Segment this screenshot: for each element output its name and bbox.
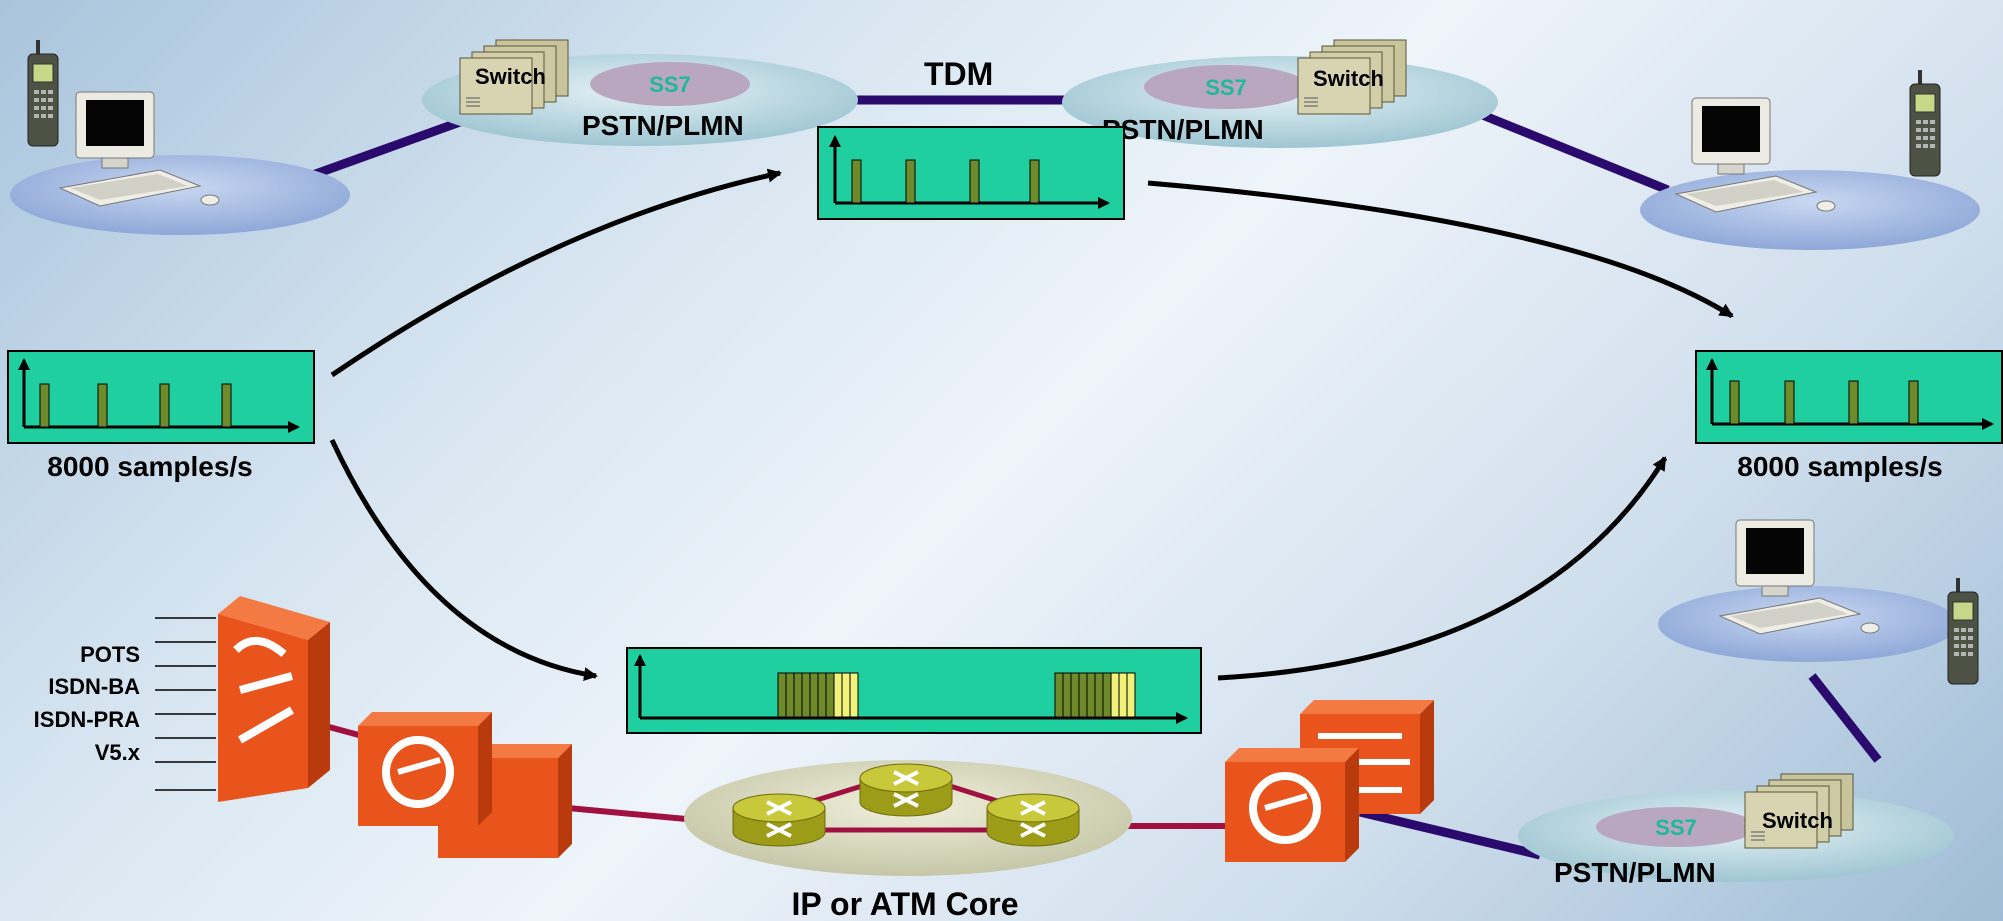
pstn-top-right: SS7 Switch PSTN/PLMN: [1062, 39, 1498, 148]
sample-pulse: [1908, 380, 1919, 425]
ip-atm-core: IP or ATM Core: [684, 760, 1132, 921]
link-pstn-to-user-right: [1478, 109, 1670, 195]
flow-arrows: [329, 168, 1734, 682]
arrow-tdm-to-right: [1147, 180, 1734, 319]
sample-pulse: [1029, 159, 1040, 204]
gateway-icon: [358, 712, 492, 826]
pstn-label: PSTN/PLMN: [1102, 114, 1264, 145]
mobile-phone-icon: [1909, 69, 1941, 177]
ss7-disc: [590, 62, 750, 106]
router-icon: [731, 792, 827, 848]
samples-box-right: [1695, 350, 2003, 444]
ss7-label: SS7: [1205, 75, 1247, 100]
user-site-top-left: [10, 39, 350, 235]
sample-pulse: [1729, 380, 1740, 425]
sample-pulse: [969, 159, 980, 204]
access-lines: [155, 617, 216, 791]
pstn-top-left: SS7 Switch PSTN/PLMN: [422, 39, 858, 146]
gateway-icon: [1225, 748, 1359, 862]
core-platform: [684, 760, 1132, 876]
sample-pulse: [39, 383, 50, 428]
ss7-disc: [1144, 65, 1308, 109]
access-label-isdn-pra: ISDN-PRA: [34, 707, 140, 732]
sample-pulse: [1784, 380, 1795, 425]
ss7-disc: [1596, 807, 1756, 847]
ss7-label: SS7: [1655, 815, 1697, 840]
arrow-to-packet: [329, 438, 598, 682]
samples-label-left: 8000 samples/s: [47, 451, 253, 482]
sample-pulse: [97, 383, 108, 428]
arrow-packet-to-right: [1217, 456, 1668, 681]
sample-pulse: [905, 159, 916, 204]
gateway-icon: [218, 596, 330, 802]
user-platform: [10, 155, 350, 235]
access-label-pots: POTS: [80, 642, 140, 667]
router-icon: [858, 762, 954, 818]
packet-burst: [777, 672, 859, 718]
core-label: IP or ATM Core: [792, 886, 1019, 921]
pstn-label: PSTN/PLMN: [582, 110, 744, 141]
packet-samples-box: [626, 647, 1202, 734]
switch-label: Switch: [1313, 66, 1384, 91]
arrow-to-tdm: [330, 168, 782, 378]
pstn-label: PSTN/PLMN: [1554, 857, 1716, 888]
link-gateway-to-pstn-br: [1358, 807, 1542, 860]
user-site-bottom-right: [1658, 519, 1979, 685]
samples-label-right: 8000 samples/s: [1737, 451, 1943, 482]
tdm-samples-box-top: [817, 126, 1125, 220]
switch-label: Switch: [475, 64, 546, 89]
access-label-isdn-ba: ISDN-BA: [48, 674, 140, 699]
sample-pulse: [1848, 380, 1859, 425]
link-user-br-to-pstn: [1808, 673, 1882, 763]
router-icon: [985, 792, 1081, 848]
pstn-bottom-right: SS7 Switch PSTN/PLMN: [1518, 773, 1954, 888]
packet-burst: [1054, 672, 1136, 718]
ss7-label: SS7: [649, 72, 691, 97]
access-label-v5x: V5.x: [95, 740, 141, 765]
sample-pulse: [851, 159, 862, 204]
samples-box-left: [7, 350, 315, 444]
switch-label: Switch: [1762, 808, 1833, 833]
sample-pulse: [159, 383, 170, 428]
user-platform: [1640, 170, 1980, 250]
mobile-phone-icon: [1947, 577, 1979, 685]
sample-pulse: [221, 383, 232, 428]
user-site-top-right: [1640, 69, 1980, 250]
mobile-phone-icon: [27, 39, 59, 147]
tdm-label: TDM: [924, 56, 993, 92]
